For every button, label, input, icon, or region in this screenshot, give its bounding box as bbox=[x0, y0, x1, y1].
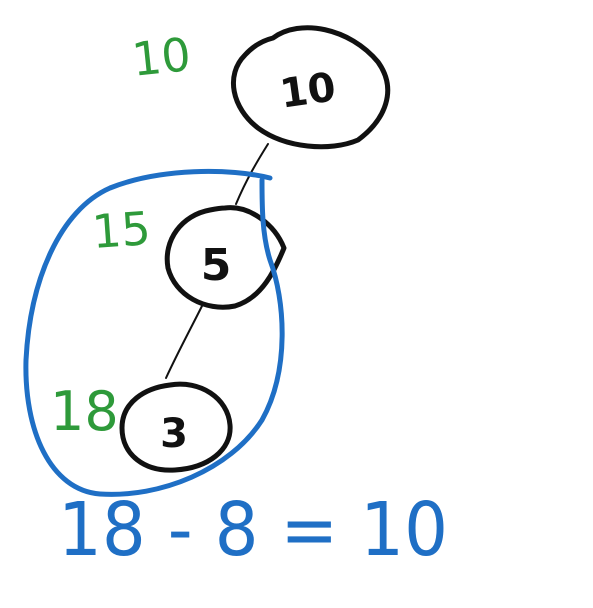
sum-label-10: 10 bbox=[129, 27, 193, 87]
node-label: 3 bbox=[160, 411, 188, 457]
node-outline bbox=[230, 25, 391, 150]
tree-node-10: 10 bbox=[230, 25, 391, 150]
subtraction-equation: 18 - 8 = 10 bbox=[58, 487, 448, 573]
node-outline bbox=[164, 205, 287, 310]
node-label: 10 bbox=[277, 64, 339, 117]
subtree-highlight-loop bbox=[23, 168, 285, 497]
edge-5-to-3 bbox=[165, 303, 204, 379]
sum-label-15: 15 bbox=[90, 201, 152, 259]
tree-node-3: 3 bbox=[119, 381, 233, 473]
node-label: 5 bbox=[201, 240, 232, 291]
node-outline bbox=[119, 381, 233, 473]
edge-10-to-5 bbox=[235, 143, 269, 205]
sum-label-18: 18 bbox=[50, 380, 119, 443]
tree-node-5: 5 bbox=[164, 205, 287, 310]
